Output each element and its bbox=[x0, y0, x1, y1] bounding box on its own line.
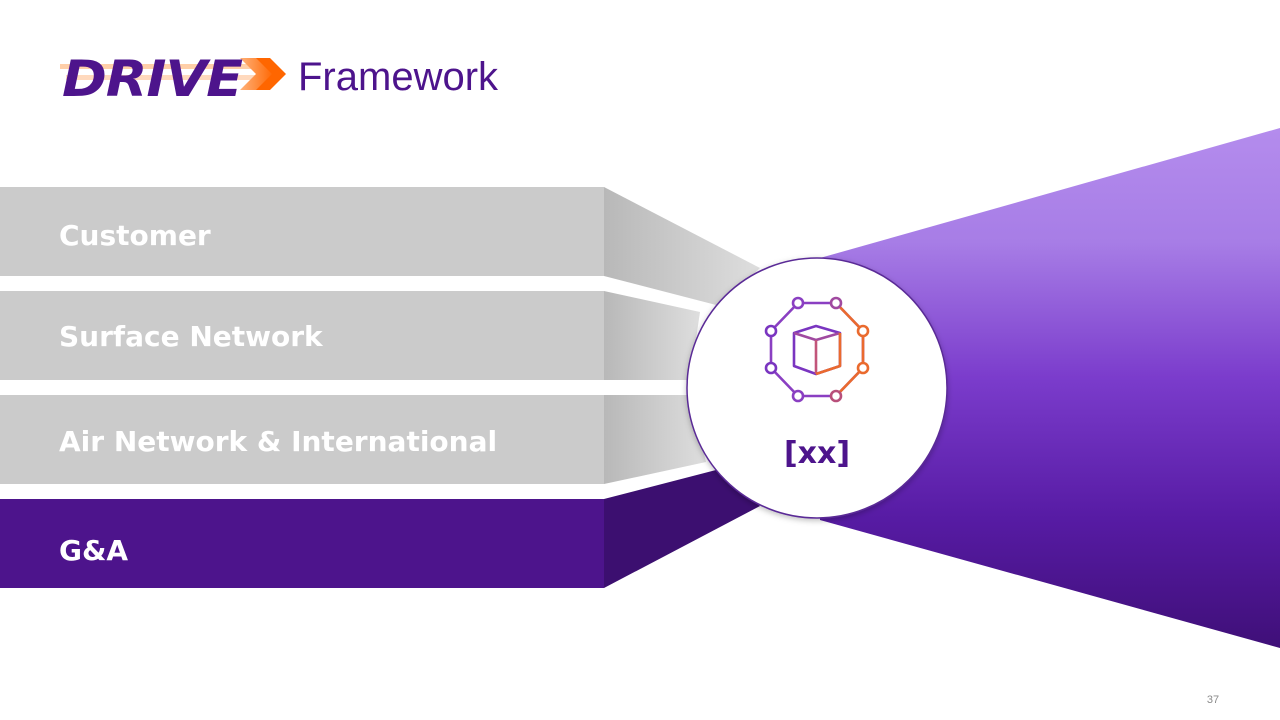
bar-customer bbox=[0, 187, 604, 276]
hub-label: [xx] bbox=[783, 436, 851, 471]
page-number: 37 bbox=[1206, 694, 1220, 706]
bar-ga bbox=[0, 499, 604, 588]
connector-air-network bbox=[604, 395, 706, 484]
network-cube-icon bbox=[764, 296, 870, 403]
bar-label-ga: G&A bbox=[59, 534, 129, 567]
bar-surface-network bbox=[0, 291, 604, 380]
page-title: Framework bbox=[298, 55, 499, 99]
bar-label-customer: Customer bbox=[59, 219, 211, 252]
output-beam bbox=[820, 128, 1280, 648]
hub-circle bbox=[686, 257, 948, 519]
bar-air-network bbox=[0, 395, 604, 484]
connector-customer bbox=[604, 187, 760, 306]
connector-ga bbox=[604, 470, 760, 588]
logo-wordmark: DRIVE bbox=[62, 50, 243, 102]
connector-surface-network bbox=[604, 291, 700, 380]
bar-label-air-network: Air Network & International bbox=[59, 425, 498, 458]
bar-label-surface-network: Surface Network bbox=[59, 320, 323, 353]
drive-logo: DRIVE bbox=[60, 50, 286, 102]
